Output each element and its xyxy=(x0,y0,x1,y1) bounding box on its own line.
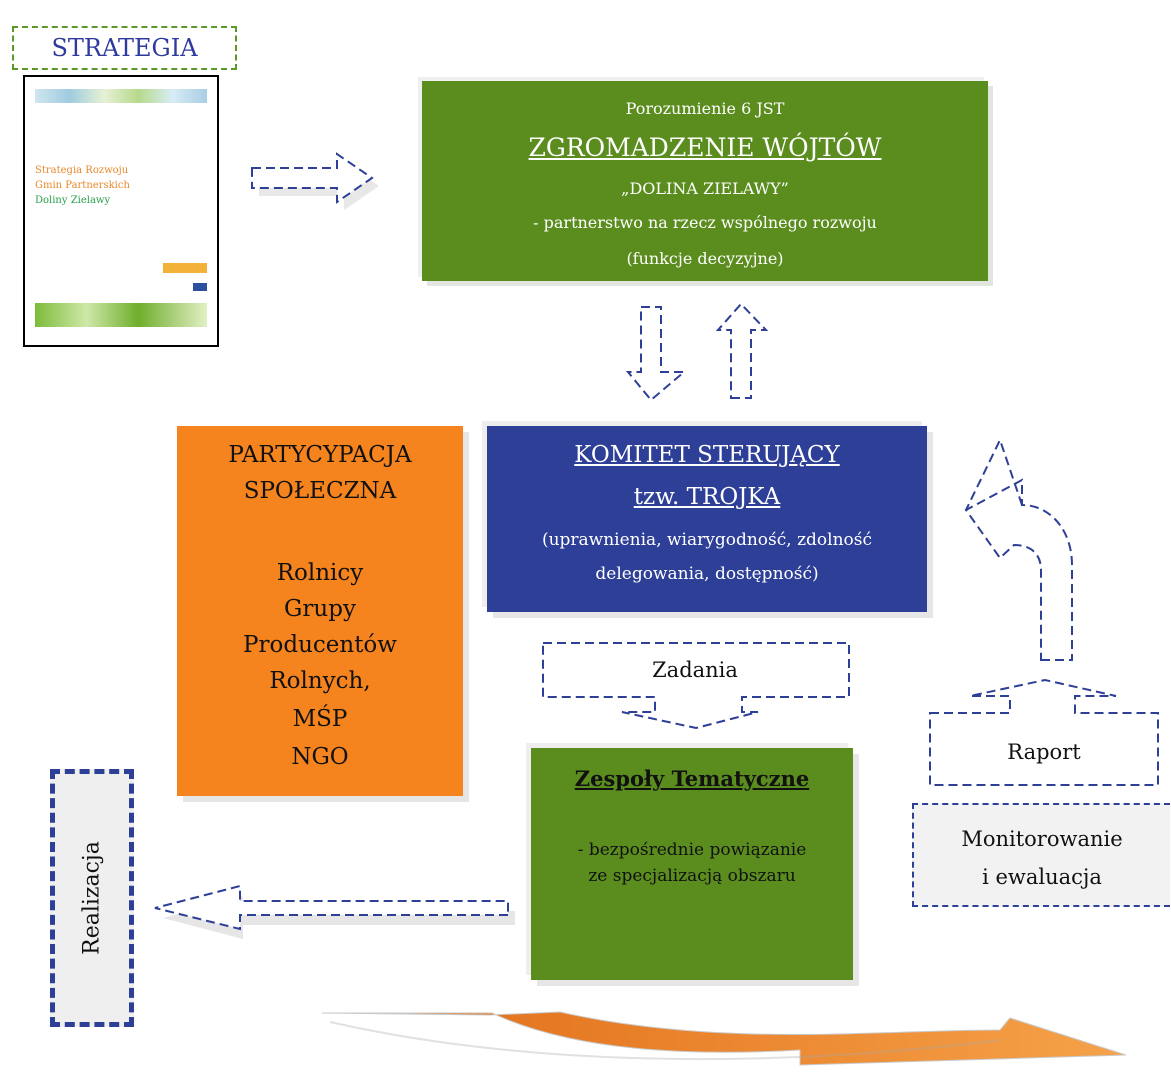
committee-title: KOMITET STERUJĄCY xyxy=(574,442,840,468)
participation-item: MŚP xyxy=(292,706,348,732)
participation-item: Producentów xyxy=(243,632,397,658)
cover-title: Strategia Rozwoju Gmin Partnerskich Doli… xyxy=(35,163,130,208)
eu-flag-icon xyxy=(193,283,207,291)
participation-item: Rolnych, xyxy=(269,668,371,694)
teams-line1: - bezpośrednie powiązanie xyxy=(577,840,807,860)
participation-title-1: PARTYCYPACJA xyxy=(228,442,412,468)
report-label: Raport xyxy=(1007,740,1081,764)
participation-item: NGO xyxy=(291,744,349,770)
report-arrow-icon xyxy=(929,678,1159,786)
tasks-arrow-icon xyxy=(542,642,850,730)
council-line5: (funkcje decyzyjne) xyxy=(626,249,784,268)
teams-title: Zespoły Tematyczne xyxy=(574,766,810,791)
thematic-teams-box: Zespoły Tematyczne - bezpośrednie powiąz… xyxy=(531,748,853,980)
swoosh-arrow-icon xyxy=(321,1011,1127,1066)
strategy-document-cover: Strategia Rozwoju Gmin Partnerskich Doli… xyxy=(23,75,219,347)
arrow-right-outline xyxy=(251,152,374,204)
steering-committee-box: KOMITET STERUJĄCY tzw. TROJKA (uprawnien… xyxy=(487,426,927,612)
committee-line4: delegowania, dostępność) xyxy=(595,564,819,584)
committee-subtitle: tzw. TROJKA xyxy=(633,484,781,510)
arrow-left-icon xyxy=(154,884,509,931)
cover-program-logo xyxy=(163,263,207,273)
committee-line3: (uprawnienia, wiarygodność, zdolność xyxy=(541,530,873,550)
tasks-label: Zadania xyxy=(652,658,738,682)
teams-line2: ze specjalizacją obszaru xyxy=(588,866,796,886)
monitoring-line2: i ewaluacja xyxy=(982,865,1102,889)
cover-title-line3: Doliny Zielawy xyxy=(35,195,111,206)
curved-return-arrow-icon xyxy=(964,478,1073,661)
realization-box: Realizacja xyxy=(50,769,134,1027)
participation-item: Rolnicy xyxy=(276,560,364,586)
council-line4: - partnerstwo na rzecz wspólnego rozwoju xyxy=(533,213,877,232)
participation-box: PARTYCYPACJA SPOŁECZNA Rolnicy Grupy Pro… xyxy=(177,426,463,796)
participation-item: Grupy xyxy=(284,596,356,622)
cover-title-line2: Gmin Partnerskich xyxy=(35,180,130,191)
council-box: Porozumienie 6 JST ZGROMADZENIE WÓJTÓW „… xyxy=(422,81,988,281)
council-line1: Porozumienie 6 JST xyxy=(625,99,785,118)
cover-banner-bottom xyxy=(35,303,207,327)
council-title: ZGROMADZENIE WÓJTÓW xyxy=(528,133,882,162)
arrow-up-icon xyxy=(715,302,769,399)
curved-return-arrow-head xyxy=(965,437,1023,511)
participation-title-2: SPOŁECZNA xyxy=(243,478,397,504)
cover-banner-top xyxy=(35,89,207,103)
council-name: „DOLINA ZIELAWY” xyxy=(621,179,789,198)
swoosh-arrow-shadow xyxy=(329,1021,1001,1061)
arrow-down-icon xyxy=(625,306,687,402)
monitoring-line1: Monitorowanie xyxy=(961,827,1123,851)
cover-title-line1: Strategia Rozwoju xyxy=(35,165,129,176)
strategy-label: STRATEGIA xyxy=(12,26,237,70)
monitoring-box: Monitorowanie i ewaluacja xyxy=(912,803,1170,907)
arrow-left-shadow xyxy=(163,896,515,939)
